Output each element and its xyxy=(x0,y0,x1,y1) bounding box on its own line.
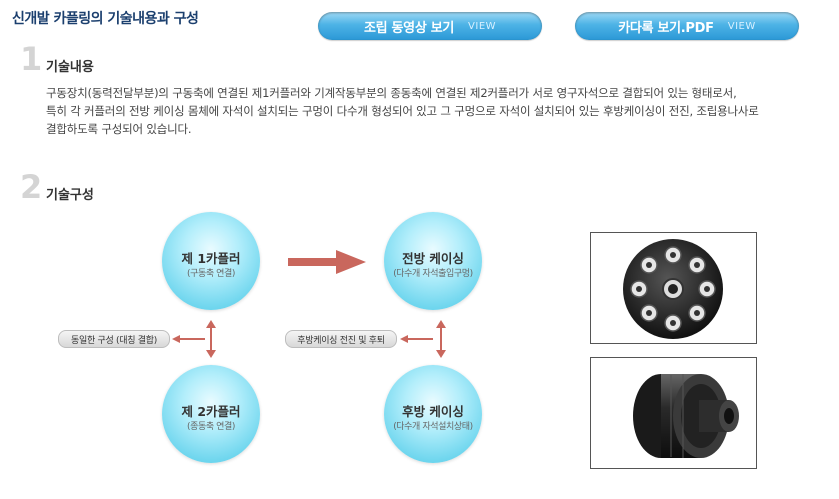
catalog-pdf-button[interactable]: 카다록 보기.PDF VIEW xyxy=(575,12,799,40)
coupling-front-photo xyxy=(590,232,757,344)
section1-line-1: 구동장치(동력전달부분)의 구동축에 연결된 제1커플러와 기계작동부분의 종동… xyxy=(46,86,737,100)
symmetric-label: 동일한 구성 (대칭 결합) xyxy=(58,330,170,348)
assembly-video-view-tag: VIEW xyxy=(468,20,497,32)
rear-casing-sub: (다수개 자석설치상태) xyxy=(393,422,473,432)
coupler1-sub: (구동축 연결) xyxy=(186,269,236,279)
small-left-arrow-icon xyxy=(172,335,205,343)
assembly-video-button[interactable]: 조립 동영상 보기 VIEW xyxy=(318,12,542,40)
catalog-pdf-button-label: 카다록 보기.PDF xyxy=(618,20,714,36)
rear-casing-move-label: 후방케이싱 전진 및 후퇴 xyxy=(285,330,397,348)
coupler1-bubble: 제 1카플러 (구동축 연결) xyxy=(162,212,260,310)
section1-line-2: 특히 각 커플러의 전방 케이싱 몸체에 자석이 설치되는 구멍이 다수개 형성… xyxy=(46,104,759,118)
section1-body: 구동장치(동력전달부분)의 구동축에 연결된 제1커플러와 기계작동부분의 종동… xyxy=(46,84,816,138)
coupling-side-image-icon xyxy=(633,374,739,458)
coupler2-bubble: 제 2카플러 (종동축 연결) xyxy=(162,365,260,463)
front-casing-bubble: 전방 케이싱 (다수개 자석출입구멍) xyxy=(384,212,482,310)
coupler1-name: 제 1카플러 xyxy=(181,251,241,266)
big-right-arrow-icon xyxy=(288,250,366,274)
left-double-arrow-icon xyxy=(206,320,216,358)
coupling-front-image-icon xyxy=(623,239,723,339)
section2-number: 2 xyxy=(20,168,43,206)
section1-line-3: 결합하도록 구성되어 있습니다. xyxy=(46,122,192,136)
section2-title: 기술구성 xyxy=(46,188,94,203)
coupler2-sub: (종동축 연결) xyxy=(186,422,236,432)
rear-casing-name: 후방 케이싱 xyxy=(402,404,464,419)
coupling-side-photo xyxy=(590,357,757,469)
right-double-arrow-icon xyxy=(436,320,446,358)
front-casing-name: 전방 케이싱 xyxy=(402,251,464,266)
front-casing-sub: (다수개 자석출입구멍) xyxy=(393,269,473,279)
page-title: 신개발 카플링의 기술내용과 구성 xyxy=(12,11,199,27)
assembly-video-button-label: 조립 동영상 보기 xyxy=(363,20,455,36)
rear-casing-bubble: 후방 케이싱 (다수개 자석설치상태) xyxy=(384,365,482,463)
section1-title: 기술내용 xyxy=(46,60,94,75)
section1-number: 1 xyxy=(20,40,43,78)
catalog-pdf-view-tag: VIEW xyxy=(727,20,756,32)
coupler2-name: 제 2카플러 xyxy=(181,404,241,419)
small-left-arrow-icon-2 xyxy=(400,335,433,343)
